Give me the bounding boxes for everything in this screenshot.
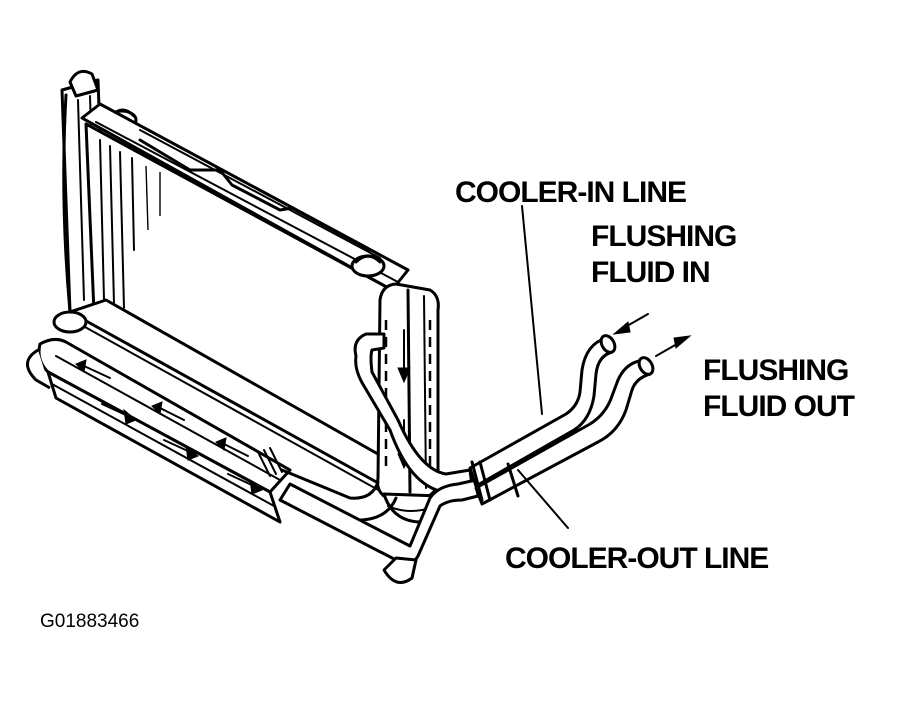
radiator-cap-right <box>350 254 386 278</box>
radiator-bottom-fitting <box>52 310 88 334</box>
flushing-fluid-in-label-line1: FLUSHING <box>591 220 737 253</box>
cooler-lines <box>278 332 655 584</box>
aux-cooler-fitting-threads <box>257 447 283 477</box>
line-clamp-2 <box>506 462 520 498</box>
lower-tube-end <box>382 556 418 584</box>
cooler-out-leader <box>517 469 569 529</box>
annotations <box>517 205 692 529</box>
flushing-fluid-out-label-line2: FLUID OUT <box>703 390 855 423</box>
cooler-in-line-end <box>599 334 617 354</box>
radiator <box>52 69 442 524</box>
cooler-in-tube-upper <box>353 332 474 494</box>
figure-id: G01883466 <box>40 611 140 632</box>
aux-cooler-flow-arrows <box>75 359 263 495</box>
cooler-out-line-end <box>637 356 655 376</box>
cooler-in-leader <box>521 205 543 415</box>
cooler-out-line-label: COOLER-OUT LINE <box>505 542 769 575</box>
radiator-cap-left <box>68 69 100 98</box>
line-clamp-1 <box>470 460 484 502</box>
aux-cooler-loop <box>26 348 51 390</box>
cooler-in-line-label: COOLER-IN LINE <box>455 176 687 209</box>
flushing-fluid-out-label-line1: FLUSHING <box>703 354 849 387</box>
auxiliary-cooler <box>26 337 292 524</box>
aux-cooler-side <box>46 370 282 524</box>
flushing-fluid-in-label-line2: FLUID IN <box>591 256 711 289</box>
